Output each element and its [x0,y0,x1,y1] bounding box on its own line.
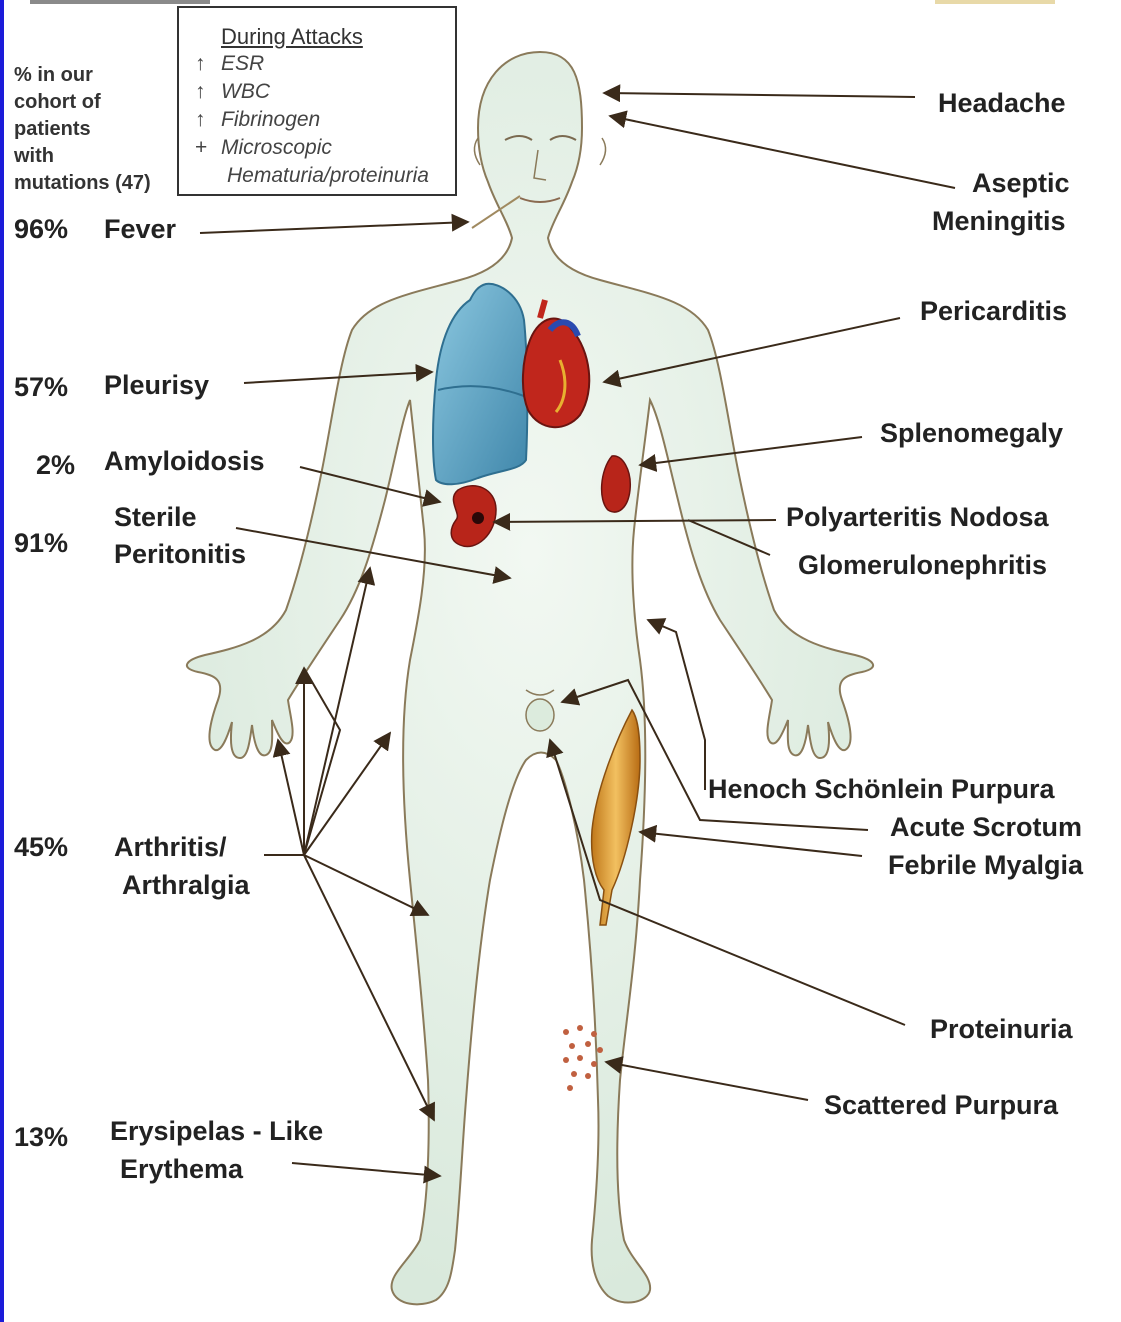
meningitis-label-line1: Aseptic [972,168,1070,199]
cohort-note-line: patients [14,116,151,143]
peritonitis-label-line2: Peritonitis [114,539,246,570]
up-arrow-icon: ↑ [195,52,221,76]
legend-item-wbc: ↑WBC [195,80,270,104]
attack-legend-box: During Attacks ↑ESR ↑WBC ↑Fibrinogen +Mi… [177,6,457,196]
up-arrow-icon: ↑ [195,80,221,104]
pericarditis-label: Pericarditis [920,296,1067,327]
peritonitis-label-line1: Sterile [114,502,197,533]
legend-item-fibrinogen: ↑Fibrinogen [195,108,320,132]
arrow-henoch [648,620,705,790]
meningitis-label-line2: Meningitis [932,206,1066,237]
erysipelas-label-line1: Erysipelas - Like [110,1116,323,1147]
pleurisy-percent: 57% [14,372,68,403]
cohort-note: % in our cohort of patients with mutatio… [14,62,151,197]
plus-icon: + [195,136,221,160]
arrow-scattered-purpura [606,1062,808,1100]
peritonitis-percent: 91% [14,528,68,559]
legend-item-label: Microscopic [221,136,332,159]
arrow-meningitis [610,116,955,188]
glomerulonephritis-label: Glomerulonephritis [798,550,1047,581]
arrow-arthritis-4 [278,740,304,855]
legend-item-label: ESR [221,52,264,75]
erysipelas-percent: 13% [14,1122,68,1153]
pleurisy-label: Pleurisy [104,370,209,401]
legend-item-hematuria: Hematuria/proteinuria [227,164,429,188]
arrow-arthritis-3 [304,733,390,855]
cohort-note-line: % in our [14,62,151,89]
arrow-headache [604,93,915,97]
cohort-note-line: cohort of [14,89,151,116]
arthritis-label-line1: Arthritis/ [114,832,227,863]
polyarteritis-label: Polyarteritis Nodosa [786,502,1049,533]
scattered-purpura-label: Scattered Purpura [824,1090,1058,1121]
legend-item-label: Fibrinogen [221,108,320,131]
arrow-myalgia [640,832,862,856]
henoch-label: Henoch Schönlein Purpura [708,774,1055,805]
cohort-note-line: mutations (47) [14,170,151,197]
legend-item-label: WBC [221,80,270,103]
proteinuria-label: Proteinuria [930,1014,1073,1045]
legend-item-microscopic: +Microscopic [195,136,332,160]
spleen [602,456,631,512]
legend-item-esr: ↑ESR [195,52,264,76]
myalgia-label: Febrile Myalgia [888,850,1083,881]
erysipelas-label-line2: Erythema [120,1154,243,1185]
cohort-note-line: with [14,143,151,170]
arrow-fever [200,222,468,233]
splenomegaly-label: Splenomegaly [880,418,1063,449]
headache-label: Headache [938,88,1066,119]
arthritis-percent: 45% [14,832,68,863]
legend-title: During Attacks [221,24,363,50]
amyloidosis-label: Amyloidosis [104,446,265,477]
legend-item-label: Hematuria/proteinuria [227,164,429,187]
arrow-erythema [292,1163,440,1176]
up-arrow-icon: ↑ [195,108,221,132]
scrotum-label: Acute Scrotum [890,812,1082,843]
fever-label: Fever [104,214,176,245]
arthritis-label-line2: Arthralgia [122,870,250,901]
amyloidosis-percent: 2% [36,450,75,481]
fever-percent: 96% [14,214,68,245]
